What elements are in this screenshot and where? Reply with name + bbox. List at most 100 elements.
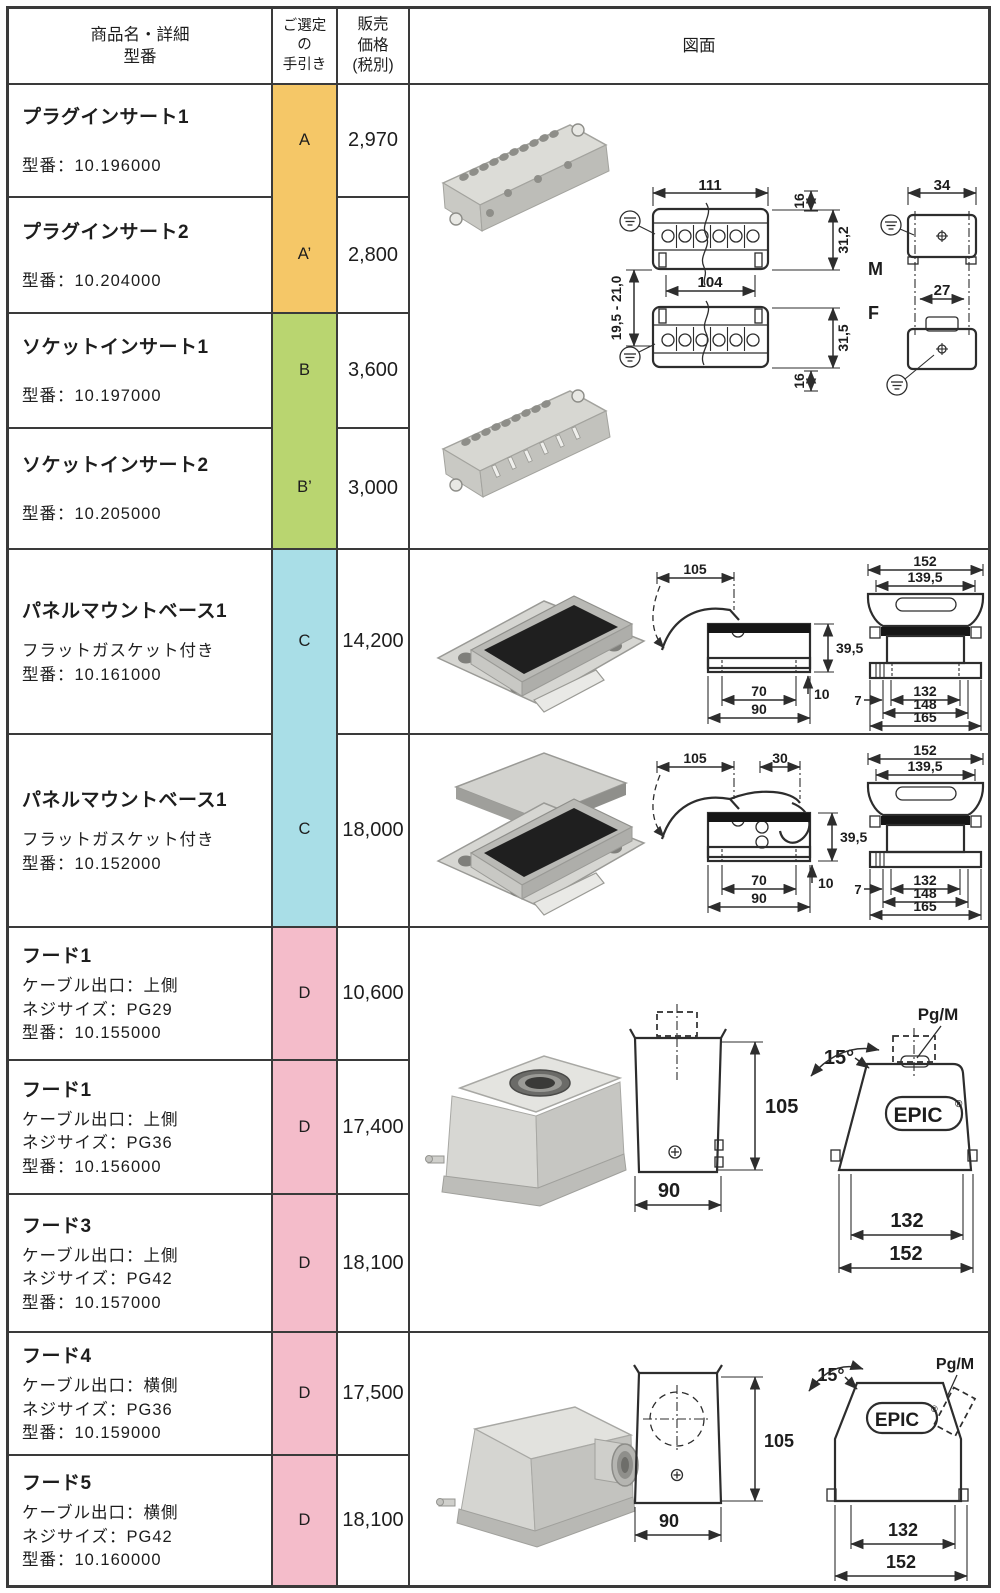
brand-logo: EPIC (875, 1410, 920, 1431)
price-value: 2,800 (338, 198, 410, 314)
product-name: ソケットインサート2 (22, 455, 209, 477)
drawing-cell-base1: 105 39,5 10 70 90 152 (410, 550, 988, 735)
guide-label: C (298, 820, 311, 838)
product-info: フラットガスケット付き 型番：10.161000 (22, 642, 215, 684)
dim-label: 90 (658, 1180, 680, 1202)
product-name: ソケットインサート1 (22, 337, 209, 359)
dim-label: 148 (913, 885, 937, 901)
header-product-column: 商品名・詳細 型番 (9, 9, 273, 85)
thread-label: Pg/M (936, 1356, 974, 1373)
product-name: パネルマウントベース1 (22, 790, 228, 812)
product-name: フード5 (22, 1473, 92, 1495)
dim-label: 105 (764, 1431, 794, 1451)
dim-label: 139,5 (907, 569, 942, 585)
dim-label: 39,5 (836, 640, 863, 656)
dim-label: 31,2 (835, 226, 851, 253)
dim-label: 39,5 (840, 829, 867, 845)
price-value: 3,000 (338, 429, 410, 550)
dim-label: 152 (889, 1243, 922, 1265)
product-photo-hood-top-entry (425, 1055, 627, 1207)
product-photo-socket-insert (441, 389, 611, 498)
price-value: 17,500 (338, 1333, 410, 1456)
dim-label: 27 (934, 282, 951, 299)
dim-label: 152 (913, 553, 937, 569)
product-info: フラットガスケット付き 型番：10.152000 (22, 831, 215, 873)
dim-label: 132 (888, 1520, 918, 1540)
product-info: ケーブル出口：横側 ネジサイズ：PG42 型番：10.160000 (22, 1504, 179, 1570)
guide-label: A (298, 131, 310, 149)
dim-label: 70 (751, 872, 767, 888)
guide-label: C (298, 632, 311, 650)
product-info: 型番：10.197000 (22, 387, 162, 406)
male-view-label: M (868, 259, 883, 279)
dim-label: 10 (814, 686, 830, 702)
dimension-drawing-base2: 105 30 39,5 10 70 90 (652, 742, 985, 921)
drawing-cell-inserts: 111 16 31,2 M 104 19,5 - 21,0 (410, 85, 988, 550)
product-name: フード1 (22, 946, 92, 968)
dim-label: 34 (934, 179, 951, 194)
product-name: パネルマウントベース1 (22, 601, 228, 623)
product-name: フード3 (22, 1215, 92, 1237)
thread-label: Pg/M (918, 1005, 959, 1024)
guide-cell-b: B B’ (273, 314, 338, 550)
guide-cell-d: D (273, 1333, 338, 1456)
product-cell: パネルマウントベース1 フラットガスケット付き 型番：10.152000 (9, 735, 273, 928)
product-cell: フード3 ケーブル出口：上側 ネジサイズ：PG42 型番：10.157000 (9, 1195, 273, 1333)
dim-label: 152 (886, 1552, 916, 1572)
dim-label: 90 (751, 890, 767, 906)
dim-label: 111 (698, 179, 721, 194)
drawing-cell-hood-side: 105 90 15° Pg/M EPIC ® 132 152 (410, 1333, 988, 1585)
dim-label: 7 (854, 882, 861, 897)
dim-label: 16 (791, 193, 807, 209)
dim-label: 104 (697, 274, 723, 291)
dimension-drawing-inserts: 111 16 31,2 M 104 19,5 - 21,0 (609, 179, 978, 396)
header-guide-column: ご選定 の 手引き (273, 9, 338, 85)
guide-cell-a: A A’ (273, 85, 338, 314)
guide-label: A’ (297, 244, 312, 263)
dim-label: 10 (818, 875, 834, 891)
dim-label: 30 (772, 750, 788, 766)
product-info: 型番：10.204000 (22, 271, 162, 290)
dim-label: 132 (913, 683, 937, 699)
product-info: ケーブル出口：上側 ネジサイズ：PG36 型番：10.156000 (22, 1110, 179, 1176)
product-cell: フード1 ケーブル出口：上側 ネジサイズ：PG29 型番：10.155000 (9, 928, 273, 1061)
brand-logo: EPIC (893, 1104, 942, 1127)
female-view-label: F (868, 303, 879, 323)
product-cell: ソケットインサート2 型番：10.205000 (9, 429, 273, 550)
product-info: 型番：10.196000 (22, 157, 162, 176)
product-info: 型番：10.205000 (22, 505, 162, 524)
header-price-column: 販売 価格 (税別) (338, 9, 410, 85)
guide-label: B (298, 361, 310, 379)
product-photo-plug-insert (441, 123, 610, 232)
guide-cell-d: D (273, 928, 338, 1061)
dim-label: 105 (765, 1096, 798, 1118)
dimension-drawing-hood-side: 105 90 15° Pg/M EPIC ® 132 152 (633, 1356, 977, 1582)
product-cell: フード4 ケーブル出口：横側 ネジサイズ：PG36 型番：10.159000 (9, 1333, 273, 1456)
price-value: 18,000 (338, 735, 410, 928)
guide-cell-d: D (273, 1456, 338, 1585)
dim-label: 105 (683, 561, 707, 577)
dim-label: 31,5 (835, 324, 851, 351)
product-table: 商品名・詳細 型番 ご選定 の 手引き 販売 価格 (税別) 図面 プラグインサ… (6, 6, 991, 1588)
dim-label: 148 (913, 696, 937, 712)
guide-cell-c: C C (273, 550, 338, 928)
guide-label: B’ (297, 478, 312, 496)
price-value: 14,200 (338, 550, 410, 735)
product-name: プラグインサート1 (22, 107, 190, 129)
product-photo-panel-base (436, 595, 646, 713)
product-info: ケーブル出口：横側 ネジサイズ：PG36 型番：10.159000 (22, 1377, 179, 1443)
price-value: 18,100 (338, 1456, 410, 1585)
dim-label: 16 (791, 373, 807, 389)
dimension-drawing-hood-top: 105 90 15° Pg/M EPIC ® 132 152 (629, 1004, 978, 1274)
drawing-cell-base2: 105 30 39,5 10 70 90 (410, 735, 988, 928)
dim-label: 165 (913, 709, 937, 725)
product-cell: ソケットインサート1 型番：10.197000 (9, 314, 273, 429)
dim-label: 165 (913, 898, 937, 914)
dim-label: 19,5 - 21,0 (609, 276, 624, 341)
product-cell: フード1 ケーブル出口：上側 ネジサイズ：PG36 型番：10.156000 (9, 1061, 273, 1195)
registered-mark: ® (955, 1099, 963, 1110)
price-value: 18,100 (338, 1195, 410, 1333)
price-value: 10,600 (338, 928, 410, 1061)
dim-label: 132 (913, 872, 937, 888)
